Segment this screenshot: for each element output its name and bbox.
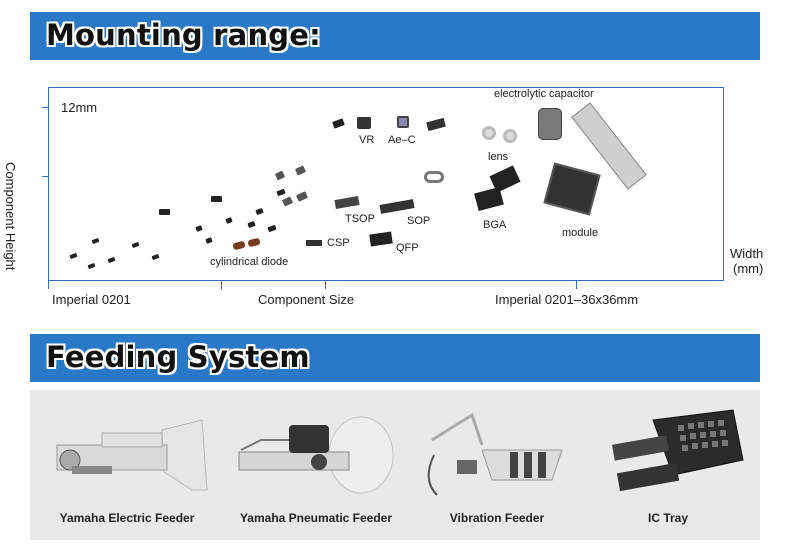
ic-tray-image xyxy=(612,409,744,492)
chip-0402 xyxy=(159,209,170,215)
x-label-range: Imperial 0201–36x36mm xyxy=(495,292,639,307)
label-vr: VR xyxy=(359,134,375,146)
feeder-card-electric: Yamaha Electric Feeder xyxy=(42,400,212,540)
x-label-imperial-0201: Imperial 0201 xyxy=(52,292,131,307)
label-cylindrical-diode: cylindrical diode xyxy=(210,256,289,268)
x-axis-title-unit: (mm) xyxy=(733,261,764,276)
x-tick-1 xyxy=(48,281,49,289)
label-electrolytic-capacitor: electrolytic capacitor xyxy=(494,88,594,100)
x-tick-4 xyxy=(576,281,577,289)
feeder-card-ic-tray: IC Tray xyxy=(583,400,753,540)
mounting-range-title: Mounting range: xyxy=(46,18,321,52)
label-sop: SOP xyxy=(407,215,431,227)
feeder-card-pneumatic: Yamaha Pneumatic Feeder xyxy=(231,400,401,540)
vr-package xyxy=(357,117,371,129)
label-csp: CSP xyxy=(327,237,350,249)
y-tick-top xyxy=(42,107,49,108)
electric-feeder-label: Yamaha Electric Feeder xyxy=(59,511,195,525)
label-module: module xyxy=(562,227,599,239)
label-qfp: QFP xyxy=(396,242,419,254)
label-ae-c: Ae–C xyxy=(388,134,416,146)
csp-part xyxy=(306,240,322,246)
x-axis-title-width: Width xyxy=(730,246,764,261)
x-label-component-size: Component Size xyxy=(258,292,355,307)
x-tick-3 xyxy=(325,281,326,289)
label-lens: lens xyxy=(488,151,509,163)
lens-part xyxy=(482,126,496,140)
feeding-system-title: Feeding System xyxy=(46,340,310,374)
electric-feeder-image xyxy=(56,419,208,491)
y-tick-label-12mm: 12mm xyxy=(61,100,98,115)
ic-tray-label: IC Tray xyxy=(647,511,689,525)
electrolytic-capacitor-part xyxy=(538,108,562,140)
mounting-range-plot xyxy=(48,87,724,281)
label-tsop: TSOP xyxy=(345,213,375,225)
x-tick-2 xyxy=(221,281,222,289)
ae-c-package xyxy=(397,116,409,128)
pneumatic-feeder-label: Yamaha Pneumatic Feeder xyxy=(239,511,393,525)
vibration-feeder-image xyxy=(427,412,563,496)
label-bga: BGA xyxy=(483,219,507,231)
mounting-range-banner: Mounting range: xyxy=(30,12,760,60)
feeding-system-banner: Feeding System xyxy=(30,334,760,382)
vibration-feeder-label: Vibration Feeder xyxy=(449,511,545,525)
pneumatic-feeder-image xyxy=(238,416,394,494)
y-axis-title: Component Height xyxy=(3,162,18,271)
feeder-card-vibration: Vibration Feeder xyxy=(412,400,582,540)
lens-part xyxy=(503,129,517,143)
coil-part xyxy=(424,171,444,183)
chip-0402 xyxy=(211,196,222,202)
y-tick-mid xyxy=(42,176,49,177)
